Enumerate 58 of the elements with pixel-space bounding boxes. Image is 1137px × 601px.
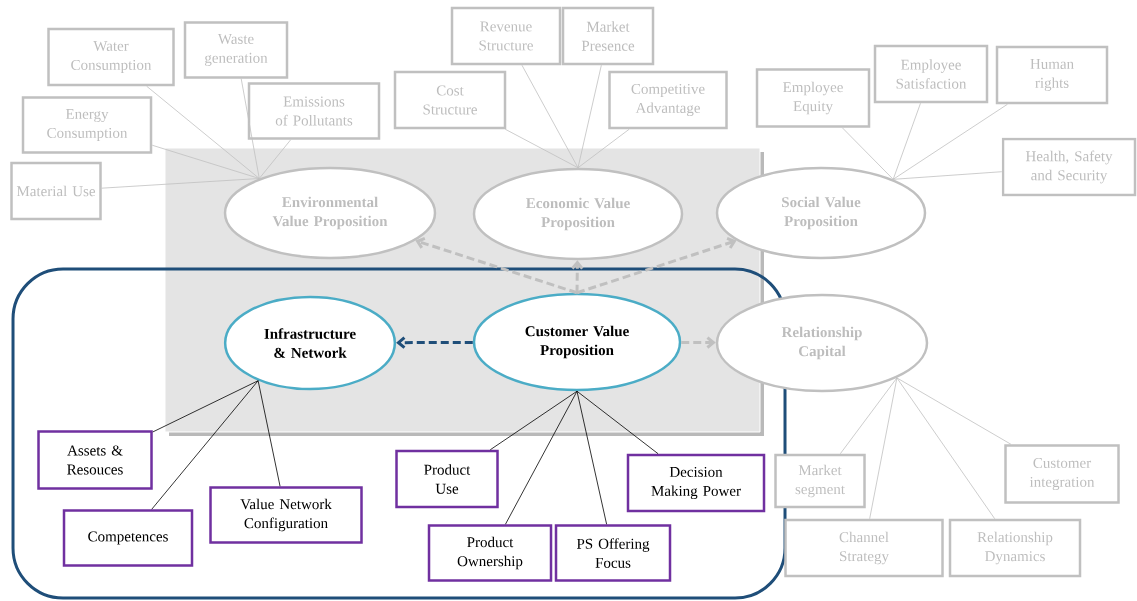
dashed-arrow bbox=[576, 237, 737, 295]
text-box: Health, Safety and Security bbox=[1001, 137, 1137, 197]
text-box: Value Network Configuration bbox=[209, 486, 363, 544]
connector-line bbox=[489, 390, 578, 451]
connector-line bbox=[521, 64, 579, 169]
text-box: PS Offering Focus bbox=[554, 524, 672, 582]
connector-line bbox=[101, 178, 260, 189]
text-box: Cost Structure bbox=[393, 70, 507, 130]
text-box: Product Ownership bbox=[427, 524, 553, 582]
connector-line bbox=[892, 102, 921, 180]
text-box: Energy Consumption bbox=[21, 96, 153, 154]
ellipse-node: Economic Value Proposition bbox=[472, 167, 684, 261]
text-box: Market Presence bbox=[561, 6, 655, 66]
text-box: Market segment bbox=[774, 453, 866, 509]
text-box: Emissions of Pollutants bbox=[247, 82, 381, 140]
text-box: Employee Equity bbox=[755, 68, 871, 128]
connector-line bbox=[839, 377, 898, 455]
connector-line bbox=[240, 78, 260, 179]
ellipse-node: Infrastructure & Network bbox=[223, 295, 397, 391]
connector-line bbox=[896, 377, 996, 520]
connector-line bbox=[841, 127, 894, 180]
text-box: Product Use bbox=[395, 449, 499, 509]
text-box: Customer integration bbox=[1004, 444, 1120, 504]
text-box: Water Consumption bbox=[47, 27, 175, 87]
dashed-arrow bbox=[415, 236, 578, 295]
connector-line bbox=[257, 380, 281, 487]
connector-line bbox=[869, 377, 898, 520]
connector-line bbox=[151, 144, 260, 179]
connector-line bbox=[896, 377, 1012, 445]
text-box: Relationship Dynamics bbox=[948, 518, 1082, 578]
connector-line bbox=[504, 128, 579, 169]
text-box: Channel Strategy bbox=[784, 518, 944, 578]
text-box: Revenue Structure bbox=[450, 6, 562, 66]
dashed-arrow bbox=[396, 336, 473, 349]
text-box: Employee Satisfaction bbox=[873, 44, 989, 104]
text-box: Competitive Advantage bbox=[608, 70, 728, 130]
dashed-arrow bbox=[681, 336, 716, 349]
ellipse-node: Customer Value Proposition bbox=[472, 292, 682, 392]
connector-line bbox=[152, 380, 259, 433]
text-box: Competences bbox=[62, 509, 194, 567]
text-box: Material Use bbox=[10, 161, 102, 221]
text-box: Waste generation bbox=[183, 21, 289, 79]
text-box: Human rights bbox=[995, 45, 1109, 105]
dashed-arrow bbox=[571, 260, 584, 293]
connector-line bbox=[892, 103, 1008, 180]
ellipse-node: Social Value Proposition bbox=[715, 166, 927, 260]
connector-line bbox=[151, 380, 259, 510]
connector-line bbox=[892, 171, 1003, 180]
connector-line bbox=[577, 128, 630, 169]
connector-line bbox=[577, 64, 602, 169]
connector-line bbox=[576, 390, 659, 455]
ellipse-node: Relationship Capital bbox=[715, 293, 929, 393]
ellipse-node: Environmental Value Proposition bbox=[223, 166, 437, 260]
text-box: Decision Making Power bbox=[626, 453, 766, 513]
connector-line bbox=[505, 390, 578, 525]
text-box: Assets & Resouces bbox=[37, 430, 153, 490]
connector-line bbox=[258, 139, 292, 179]
connector-line bbox=[576, 390, 607, 525]
